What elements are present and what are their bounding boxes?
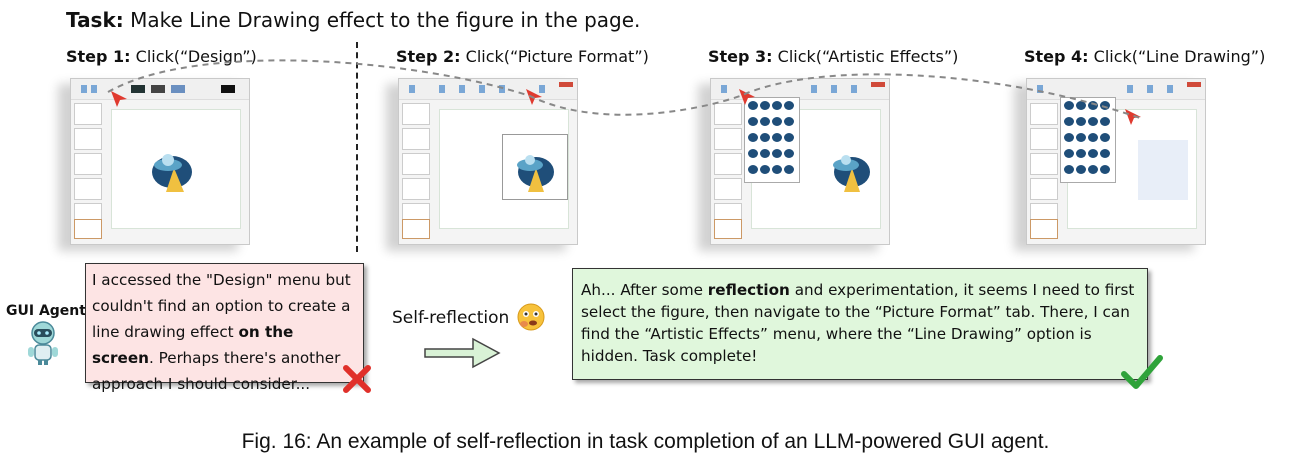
active-slide-thumbnail bbox=[1030, 219, 1058, 239]
failed-attempt-text: I accessed the "Design" menu but couldn'… bbox=[92, 267, 357, 397]
active-slide-thumbnail bbox=[714, 219, 742, 239]
ribbon bbox=[1027, 79, 1205, 100]
failed-text-bold: on the screen bbox=[92, 323, 294, 367]
agent-label: GUI Agent bbox=[6, 303, 86, 319]
step-1-action: Click(“Design”) bbox=[135, 47, 257, 66]
success-text: Ah... After some reflection and experime… bbox=[581, 279, 1139, 367]
step-1-number: Step 1: bbox=[66, 47, 131, 66]
ufo-icon bbox=[833, 155, 870, 192]
cursor-icon bbox=[111, 91, 127, 107]
failed-attempt-bubble: I accessed the "Design" menu but couldn'… bbox=[85, 263, 364, 393]
right-arrow-icon bbox=[424, 337, 501, 369]
step-2-label: Step 2: Click(“Picture Format”) bbox=[396, 47, 649, 66]
success-text-bold: reflection bbox=[707, 281, 790, 299]
success-bubble: Ah... After some reflection and experime… bbox=[572, 268, 1148, 380]
active-slide-thumbnail bbox=[74, 219, 102, 239]
screenshot-step-4 bbox=[1026, 78, 1206, 245]
active-slide-thumbnail bbox=[402, 219, 430, 239]
ribbon bbox=[711, 79, 889, 100]
cursor-icon bbox=[1125, 109, 1141, 125]
step-4-number: Step 4: bbox=[1024, 47, 1089, 66]
line-drawing-result bbox=[1138, 140, 1188, 200]
cursor-icon bbox=[739, 89, 755, 105]
slide-canvas bbox=[111, 109, 241, 229]
slide-canvas bbox=[439, 109, 569, 229]
screenshot-step-3 bbox=[710, 78, 890, 245]
screenshot-step-1 bbox=[70, 78, 250, 245]
artistic-effects-gallery[interactable] bbox=[744, 97, 800, 183]
task-text: Make Line Drawing effect to the figure i… bbox=[130, 8, 641, 32]
task-label: Task: bbox=[66, 8, 124, 32]
artistic-effects-gallery[interactable] bbox=[1060, 97, 1116, 183]
green-check-icon bbox=[1121, 355, 1163, 389]
slide-canvas bbox=[1067, 109, 1197, 229]
step-divider bbox=[356, 42, 358, 252]
step-3-label: Step 3: Click(“Artistic Effects”) bbox=[708, 47, 958, 66]
step-2-number: Step 2: bbox=[396, 47, 461, 66]
step-3-action: Click(“Artistic Effects”) bbox=[777, 47, 959, 66]
step-1-label: Step 1: Click(“Design”) bbox=[66, 47, 257, 66]
ufo-icon bbox=[517, 155, 554, 192]
failed-text-after: . Perhaps there's another approach I sho… bbox=[92, 349, 341, 393]
thinking-face-icon bbox=[517, 303, 545, 331]
success-text-after: and experimentation, it seems I need to … bbox=[581, 281, 1135, 365]
robot-icon bbox=[28, 321, 58, 365]
step-4-action: Click(“Line Drawing”) bbox=[1093, 47, 1266, 66]
step-4-label: Step 4: Click(“Line Drawing”) bbox=[1024, 47, 1265, 66]
self-reflection-label: Self-reflection bbox=[392, 308, 510, 328]
task-line: Task: Make Line Drawing effect to the fi… bbox=[66, 8, 640, 32]
figure-caption: Fig. 16: An example of self-reflection i… bbox=[241, 430, 1050, 453]
success-text-before: Ah... After some bbox=[581, 281, 708, 299]
selection-box bbox=[502, 134, 568, 200]
red-x-icon bbox=[343, 365, 371, 393]
failed-text-before: I accessed the "Design" menu but couldn'… bbox=[92, 271, 351, 341]
ufo-icon bbox=[152, 154, 192, 192]
step-2-action: Click(“Picture Format”) bbox=[465, 47, 649, 66]
screenshot-step-2 bbox=[398, 78, 578, 245]
step-3-number: Step 3: bbox=[708, 47, 773, 66]
